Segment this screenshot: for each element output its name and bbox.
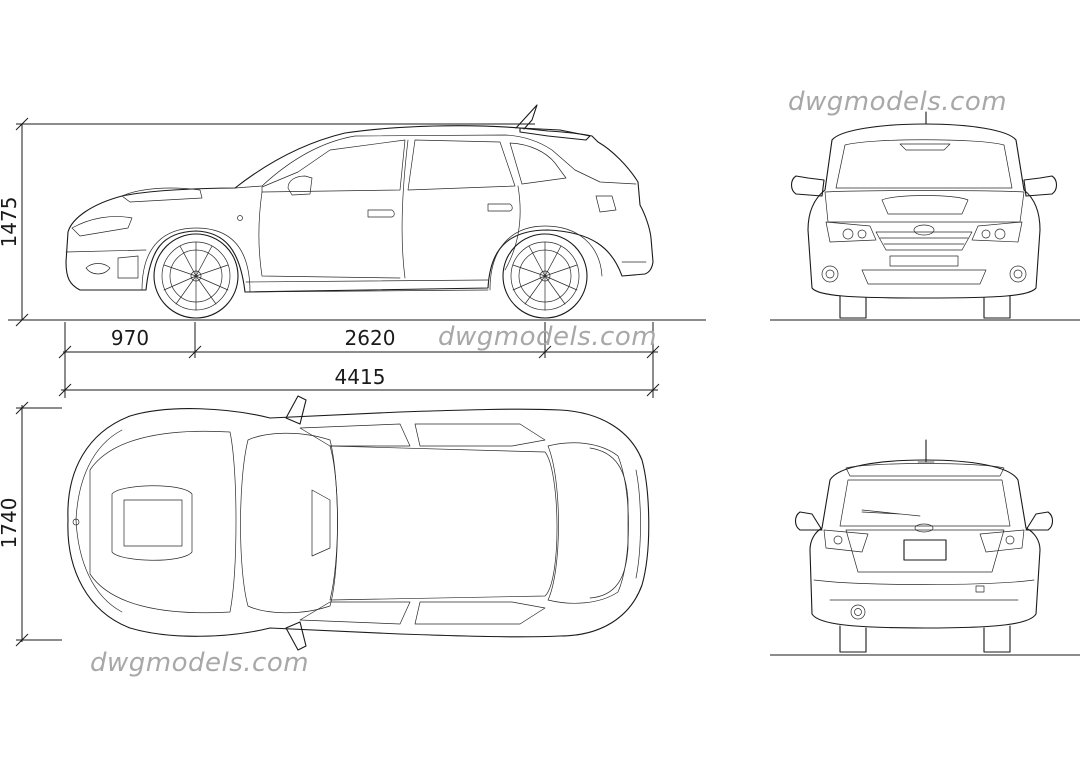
rear-spoiler — [845, 463, 1005, 477]
rear-right-mirror — [1025, 511, 1054, 531]
top-hood — [89, 430, 237, 614]
top-body-outline — [67, 408, 650, 638]
dim-width-label: 1740 — [0, 498, 21, 549]
front-left-mirror — [790, 175, 825, 197]
watermark-center: dwgmodels.com — [438, 322, 657, 352]
side-fog-light — [85, 263, 111, 275]
top-view — [67, 395, 650, 651]
top-rear-window — [547, 442, 629, 604]
dim-front-overhang-label: 970 — [111, 326, 149, 350]
side-quarter-window — [509, 142, 567, 185]
side-rear-wheel — [502, 233, 588, 319]
rear-left-tire — [839, 625, 867, 653]
top-right-mirror — [285, 621, 307, 651]
side-rear-door-handle — [487, 203, 513, 212]
front-left-headlight — [825, 221, 877, 243]
top-left-mirror — [285, 395, 307, 425]
side-antenna — [515, 104, 538, 130]
rear-left-taillight — [823, 529, 869, 553]
side-front-wheel — [153, 233, 239, 319]
rear-plate — [903, 539, 947, 561]
front-right-fog-light — [1009, 265, 1027, 283]
top-windshield — [240, 432, 338, 614]
top-roof — [329, 445, 558, 601]
front-windshield — [835, 139, 1013, 189]
dim-wheelbase-label: 2620 — [345, 326, 396, 350]
rear-right-tire — [983, 625, 1011, 653]
dim-length-label: 4415 — [335, 365, 386, 389]
side-headlight — [71, 216, 133, 237]
rear-view — [794, 439, 1054, 653]
rear-window — [839, 479, 1011, 527]
front-grille — [875, 231, 973, 251]
rear-logo — [914, 523, 934, 533]
rear-left-mirror — [794, 511, 823, 531]
side-body-outline — [65, 125, 654, 293]
front-plate — [889, 255, 959, 267]
front-body-outline — [807, 123, 1041, 299]
dimension-lines — [8, 117, 1080, 656]
front-right-tire — [983, 295, 1011, 319]
top-hood-scoop — [111, 485, 193, 561]
dim-height-label: 1475 — [0, 197, 21, 248]
front-view — [790, 111, 1058, 319]
watermark-top-right: dwgmodels.com — [788, 87, 1007, 117]
rear-right-taillight — [979, 529, 1025, 553]
side-rear-window — [407, 139, 516, 191]
watermark-bottom-left: dwgmodels.com — [90, 648, 309, 678]
side-spoiler — [519, 127, 591, 141]
front-left-tire — [839, 295, 867, 319]
rear-body-outline — [809, 459, 1041, 629]
rear-wiper — [861, 509, 921, 517]
front-right-mirror — [1023, 175, 1058, 197]
side-mirror — [287, 175, 313, 196]
front-left-fog-light — [821, 265, 839, 283]
rear-exhaust — [850, 604, 866, 620]
side-front-window — [261, 139, 406, 193]
side-front-door-handle — [367, 209, 395, 218]
front-right-headlight — [971, 221, 1023, 243]
side-view — [65, 104, 654, 319]
side-taillight — [595, 195, 617, 213]
front-logo — [913, 224, 935, 236]
front-hood-scoop — [881, 195, 969, 215]
